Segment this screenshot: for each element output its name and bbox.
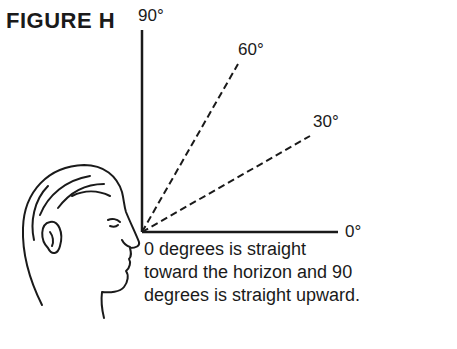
- sixty-degree-line: [142, 64, 238, 232]
- angle-label: 90°: [138, 6, 164, 26]
- head-profile: [23, 165, 139, 318]
- horizontal-axis: [142, 231, 338, 234]
- angle-label: 0°: [345, 222, 361, 242]
- angle-label: 30°: [313, 112, 339, 132]
- figure-caption: 0 degrees is straight toward the horizon…: [144, 238, 363, 307]
- thirty-degree-line: [142, 136, 310, 232]
- figure-title: FIGURE H: [6, 8, 115, 34]
- angle-label: 60°: [238, 40, 264, 60]
- vertical-axis: [141, 30, 144, 232]
